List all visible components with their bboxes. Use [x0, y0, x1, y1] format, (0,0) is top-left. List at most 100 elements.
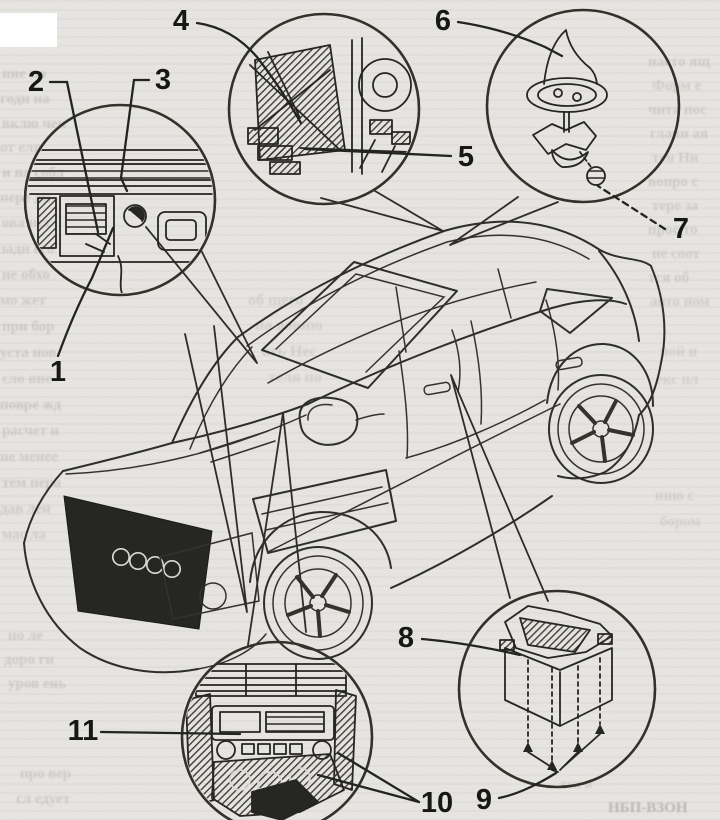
a-pillar-inner	[189, 346, 253, 450]
rear-door-seam	[470, 320, 483, 425]
front-wheel	[263, 546, 373, 660]
bleedthrough-text-9: мо жет	[0, 293, 47, 309]
callout-number-1: 1	[50, 356, 66, 388]
bleedthrough-text-23: насто ящ	[648, 54, 710, 70]
callout-circle-bulkhead	[227, 12, 421, 206]
bleedthrough-text-29: тере за	[652, 198, 699, 214]
leader-line-5	[303, 147, 453, 158]
bleedthrough-text-35: екс пл	[656, 372, 699, 388]
wedge-front-end	[184, 325, 248, 613]
callout-circle-module-bracket	[457, 589, 657, 789]
side-mirror	[298, 396, 359, 446]
front-door-seam	[398, 350, 409, 459]
bleedthrough-text-12: сло вие	[2, 371, 52, 387]
bleedthrough-text-8: не обхо	[2, 267, 50, 283]
bleedthrough-text-27: тся Ни	[652, 150, 699, 166]
pointer-wedges	[145, 190, 559, 646]
leader-lines	[48, 20, 667, 804]
callout-number-8: 8	[398, 622, 414, 654]
bleedthrough-text-17: дав лен	[0, 501, 51, 517]
headlight-lines	[261, 486, 389, 531]
hood-surface-line	[65, 414, 307, 475]
d-pillar	[598, 250, 640, 342]
bleedthrough-text-13: повре жд	[0, 397, 61, 413]
vehicle-drawing	[23, 220, 666, 674]
wedge-roof-antenna	[449, 196, 559, 246]
bleedthrough-text-3: от еля	[0, 140, 42, 156]
leader-line-7	[596, 184, 667, 231]
leader-line-11	[99, 730, 242, 736]
bleedthrough-text-18: мас ла	[2, 527, 46, 543]
mirror-detail	[307, 403, 385, 421]
glass-lower-line	[267, 281, 537, 384]
bleedthrough-text-36: нию с	[655, 488, 694, 504]
b-pillar	[395, 286, 407, 353]
rear-bumper	[557, 414, 640, 480]
bleedthrough-text-2: вклю чен	[2, 116, 66, 132]
rear-wheel-arch	[546, 342, 654, 407]
cowl-line	[171, 403, 309, 444]
foglight	[199, 582, 227, 610]
callout-circle-center-console	[180, 640, 374, 820]
bleedthrough-text-10: при бор	[2, 319, 55, 335]
door-bottom-line	[405, 399, 546, 459]
bleedthrough-text-11: уста нов	[0, 345, 56, 361]
tailgate-edge	[638, 265, 666, 416]
bleedthrough-text-26: главн ая	[650, 126, 708, 142]
bleedthrough-text-22: теля по	[268, 369, 322, 386]
bumper-lower-edge	[197, 633, 267, 670]
callout-number-5: 5	[458, 141, 474, 173]
callout-number-6: 6	[435, 5, 451, 37]
interior-line	[451, 329, 461, 393]
lower-grille-hatch	[159, 532, 260, 620]
bleedthrough-text-42: сл едует	[16, 791, 71, 807]
bleedthrough-text-0: ние по	[2, 66, 46, 82]
grille	[63, 495, 213, 630]
callout-number-11: 11	[68, 715, 99, 747]
c-pillar	[497, 268, 512, 319]
leader-line-9	[497, 771, 558, 800]
blank-patch	[0, 13, 57, 47]
front-bumper	[23, 542, 199, 674]
quarter-seam	[545, 299, 560, 391]
bleedthrough-text-31: не соот	[652, 246, 701, 262]
callout-circle-overhead-console	[23, 103, 217, 297]
bleedthrough-text-19: об щего	[248, 292, 303, 309]
rear-wheel	[548, 374, 654, 484]
bleedthrough-text-32: тся об	[648, 270, 689, 286]
leader-line-6	[456, 20, 564, 58]
roof-inner-line	[246, 234, 590, 347]
headlight	[252, 469, 397, 554]
bleedthrough-text-38: по ле	[8, 628, 43, 644]
callout-number-10: 10	[421, 787, 453, 819]
leader-line-8	[420, 637, 522, 657]
bleedthrough-text-40: уров ень	[8, 676, 66, 692]
rocker-line	[390, 495, 553, 589]
a-pillar-outer	[171, 336, 239, 444]
bleedthrough-text-39: доро ги	[4, 652, 54, 668]
callout-circle-roof-antenna	[485, 8, 681, 204]
brand-rings-icon	[111, 547, 182, 579]
bleedthrough-text-41: про вер	[20, 766, 71, 782]
front-door-handle	[423, 381, 451, 396]
rear-door-handle	[555, 356, 583, 371]
hood-left-edge	[62, 442, 173, 472]
bleedthrough-text-21: ать Нес	[262, 343, 317, 360]
bleedthrough-text-16: тем пера	[2, 475, 62, 491]
hood-front-drop	[23, 470, 64, 544]
bleedthrough-text-33: авто ном	[650, 294, 710, 310]
bleedthrough-text-15: не менее	[0, 449, 58, 465]
sunroof	[261, 261, 458, 389]
callout-number-3: 3	[155, 64, 171, 96]
callout-detail-module-bracket	[499, 605, 613, 773]
bleedthrough-text-37: бором	[660, 514, 701, 530]
callout-number-7: 7	[673, 213, 689, 245]
callout-detail-center-console	[185, 663, 357, 820]
bleedthrough-text-1: годи на	[0, 91, 50, 107]
callout-number-2: 2	[28, 66, 44, 98]
sunroof-inner	[275, 273, 446, 373]
leader-line-3	[119, 78, 151, 193]
